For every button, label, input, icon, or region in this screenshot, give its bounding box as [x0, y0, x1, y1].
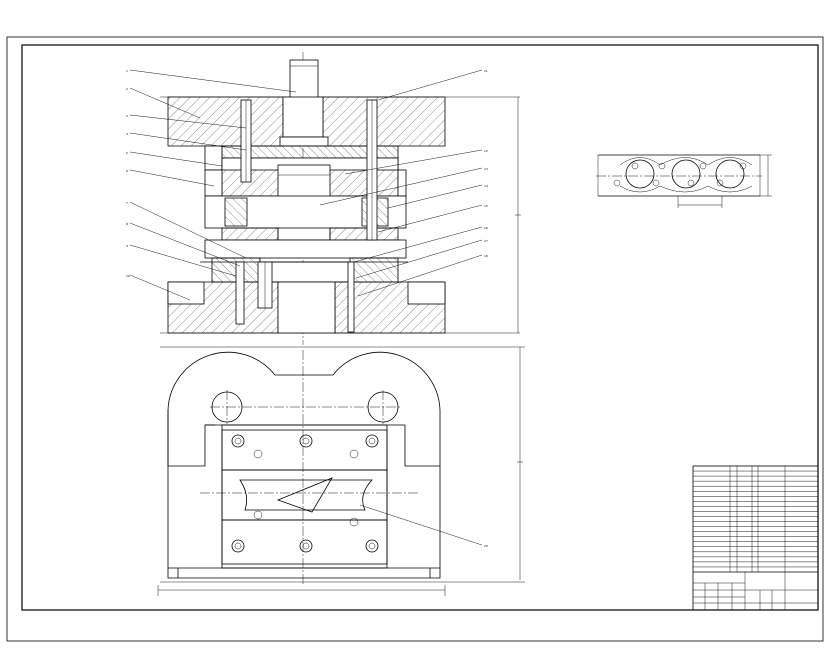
callout-14: 14 [484, 184, 488, 188]
title-block [693, 571, 818, 610]
callout-20: 20 [484, 544, 488, 548]
callout-8: 8 [126, 222, 128, 226]
callout-5: 5 [126, 151, 128, 155]
plan-view [157, 346, 525, 596]
callout-10: 10 [126, 274, 130, 278]
callout-1: 1 [126, 69, 128, 73]
callout-2: 2 [126, 87, 128, 91]
callout-7: 7 [126, 201, 128, 205]
callout-11: 11 [484, 69, 488, 73]
callout-17: 17 [484, 239, 488, 243]
outer-border [6, 36, 824, 642]
callout-13: 13 [484, 167, 488, 171]
section-view [160, 52, 521, 345]
callout-6: 6 [126, 169, 128, 173]
callout-16: 16 [484, 226, 488, 230]
callout-labels: 1 2 3 4 5 6 7 8 9 10 11 12 13 14 15 16 1… [126, 69, 488, 548]
callout-9: 9 [126, 244, 128, 248]
bill-of-materials [692, 465, 819, 611]
inner-frame [21, 44, 819, 611]
callout-4: 4 [126, 132, 128, 136]
callout-15: 15 [484, 204, 488, 208]
callout-18: 18 [484, 254, 488, 258]
callout-3: 3 [126, 114, 128, 118]
callout-12: 12 [484, 149, 488, 153]
strip-layout [596, 154, 772, 208]
callout-leaders [129, 69, 483, 546]
